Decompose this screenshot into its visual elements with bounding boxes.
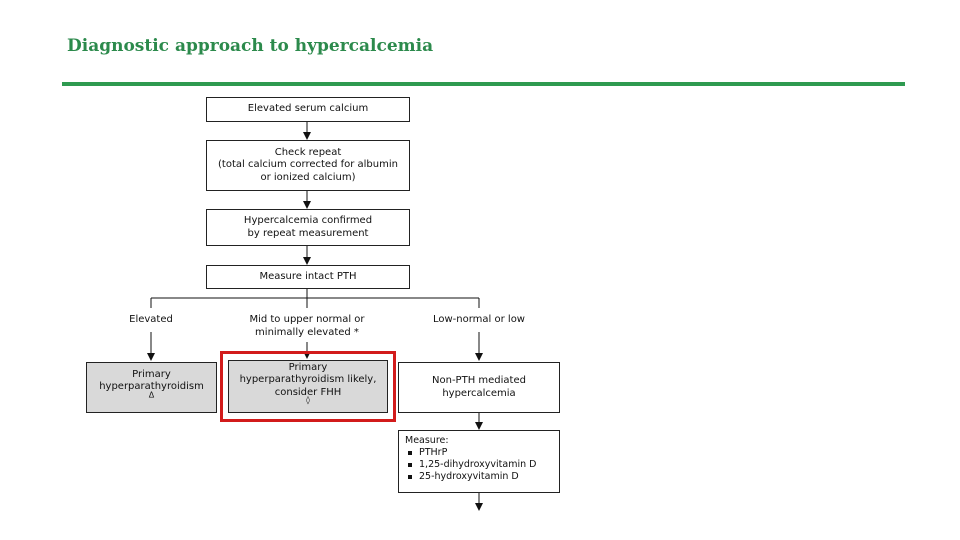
step3-line2: by repeat measurement (247, 227, 369, 239)
step-check-repeat: Check repeat (total calcium corrected fo… (206, 140, 410, 191)
measure-list-box: Measure: PTHrP 1,25-dihydroxyvitamin D 2… (398, 430, 560, 493)
step-measure-intact-pth: Measure intact PTH (206, 265, 410, 289)
diamond-footnote-mark: ◊ (306, 395, 310, 405)
step-elevated-serum-calcium: Elevated serum calcium (206, 97, 410, 122)
branch-label-low: Low-normal or low (432, 314, 525, 325)
measure-heading: Measure: (405, 435, 449, 446)
delta-footnote-mark: Δ (148, 390, 155, 400)
slide-title: Diagnostic approach to hypercalcemia (67, 36, 434, 56)
branch-label-elevated: Elevated (129, 314, 173, 325)
measure-item: PTHrP (405, 447, 553, 459)
title-rule (62, 82, 905, 86)
step2-line2: (total calcium corrected for albumin (218, 159, 398, 171)
step-hypercalcemia-confirmed: Hypercalcemia confirmed by repeat measur… (206, 209, 410, 246)
result-primary-hpt-likely-fhh: Primary hyperparathyroidism likely, cons… (228, 360, 388, 413)
step2-line1: Check repeat (274, 146, 342, 158)
step1-text: Elevated serum calcium (247, 103, 369, 115)
step2-line3: or ionized calcium) (260, 171, 356, 183)
result-non-pth-mediated: Non-PTH mediated hypercalcemia (398, 362, 560, 413)
measure-item: 25-hydroxyvitamin D (405, 471, 553, 483)
step3-line1: Hypercalcemia confirmed (243, 215, 373, 226)
bullet-icon (408, 451, 412, 455)
branch-label-mid: Mid to upper normal or minimally elevate… (249, 314, 365, 338)
bullet-icon (408, 475, 412, 479)
highlight-box (220, 351, 396, 422)
step4-text: Measure intact PTH (259, 270, 357, 282)
bullet-icon (408, 463, 412, 467)
measure-item: 1,25-dihydroxyvitamin D (405, 459, 553, 471)
